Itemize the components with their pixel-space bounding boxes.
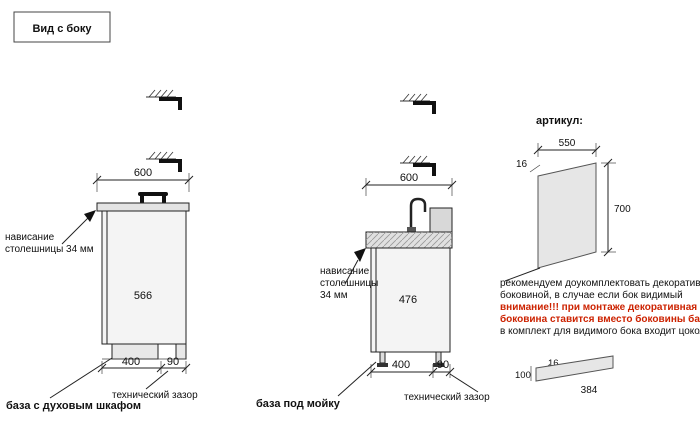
dim-plinth-depth: 400 xyxy=(392,359,410,371)
articul-label: артикул: xyxy=(536,115,583,127)
faucet-icon xyxy=(407,197,427,232)
countertop-hatch xyxy=(366,232,452,248)
dim-plinth-length: 384 xyxy=(581,385,598,396)
dim-cabinet-depth: 566 xyxy=(134,290,152,302)
leader-line xyxy=(504,267,541,282)
overhang-line2: столешницы 34 мм xyxy=(5,244,94,255)
note-line1: рекомендуем доукомплектовать декоративно… xyxy=(500,278,700,289)
plinth-strip: 16 100 384 xyxy=(515,355,614,396)
note-line2: боковиной, в случае если бок видимый xyxy=(500,289,683,301)
dim-rear-gap: 90 xyxy=(167,356,179,368)
dim-cabinet-depth: 476 xyxy=(399,294,417,306)
dim-plinth-thickness: 16 xyxy=(548,358,559,369)
note-warning1: внимание!!! при монтаже декоративная xyxy=(500,302,697,313)
side-panel-diagram: артикул: 550 16 700 рекомендуем доуком xyxy=(500,115,700,396)
overhang-line2: столешницы xyxy=(320,278,378,289)
dim-panel-height: 700 xyxy=(614,204,631,215)
sink-bottom-dimension: 400 90 xyxy=(366,359,455,378)
dim-panel-width: 550 xyxy=(559,138,576,149)
title-box: Вид с боку xyxy=(13,11,111,43)
leader-line xyxy=(49,357,113,399)
oven-overhang-note: нависание столешницы 34 мм xyxy=(5,210,96,255)
panel-width-dimension: 550 xyxy=(533,138,601,157)
dim-plinth-depth: 400 xyxy=(122,356,140,368)
oven-top-dimension: 600 xyxy=(92,167,194,192)
tick-line xyxy=(529,164,541,173)
panel-note: рекомендуем доукомплектовать декоративно… xyxy=(500,278,700,337)
dim-plinth-height: 100 xyxy=(515,370,531,381)
oven-bottom-dimension: 400 90 xyxy=(97,356,191,374)
leader-line xyxy=(337,361,377,397)
sink-base-diagram: 600 476 400 xyxy=(256,93,490,410)
oven-base-label: база с духовым шкафом xyxy=(6,400,141,412)
oven-handle-icon xyxy=(138,192,168,203)
wall-bracket-icon xyxy=(399,93,437,115)
oven-cabinet-body xyxy=(101,210,187,345)
decor-panel xyxy=(537,162,597,269)
oven-base-diagram: 600 566 400 90 нав xyxy=(5,89,198,412)
overhang-line1: нависание xyxy=(320,266,370,277)
dim-top-width: 600 xyxy=(134,167,152,179)
sink-top-dimension: 600 xyxy=(361,172,457,196)
wall-bracket-icon xyxy=(145,89,183,111)
sink-gap-note: технический зазор xyxy=(404,392,490,403)
dim-rear-gap: 90 xyxy=(437,359,449,371)
oven-gap-note: технический зазор xyxy=(112,390,198,401)
cabinet-legs xyxy=(377,351,444,367)
plinth-board xyxy=(535,355,614,382)
sink-base-label: база под мойку xyxy=(256,398,341,410)
panel-height-dimension: 700 xyxy=(601,158,631,257)
arrow-icon xyxy=(354,248,366,262)
note-warning2: боковина ставится вместо боковины базы л… xyxy=(500,313,700,325)
leader-line xyxy=(145,370,169,390)
title-frame xyxy=(13,11,111,43)
overhang-line1: нависание xyxy=(5,232,55,243)
sink-cabinet-body xyxy=(370,247,451,353)
page-title: Вид с боку xyxy=(32,23,92,35)
arrow-icon xyxy=(84,210,96,222)
dim-panel-thickness: 16 xyxy=(516,159,528,170)
note-line3: в комплект для видимого бока входит цоко… xyxy=(500,325,700,337)
leader-line xyxy=(449,373,479,393)
oven-countertop xyxy=(96,202,190,212)
overhang-line3: 34 мм xyxy=(320,290,348,301)
sink-back-block xyxy=(429,207,453,233)
sink-overhang-note: нависание столешницы 34 мм xyxy=(320,248,378,301)
dim-top-width: 600 xyxy=(400,172,418,184)
